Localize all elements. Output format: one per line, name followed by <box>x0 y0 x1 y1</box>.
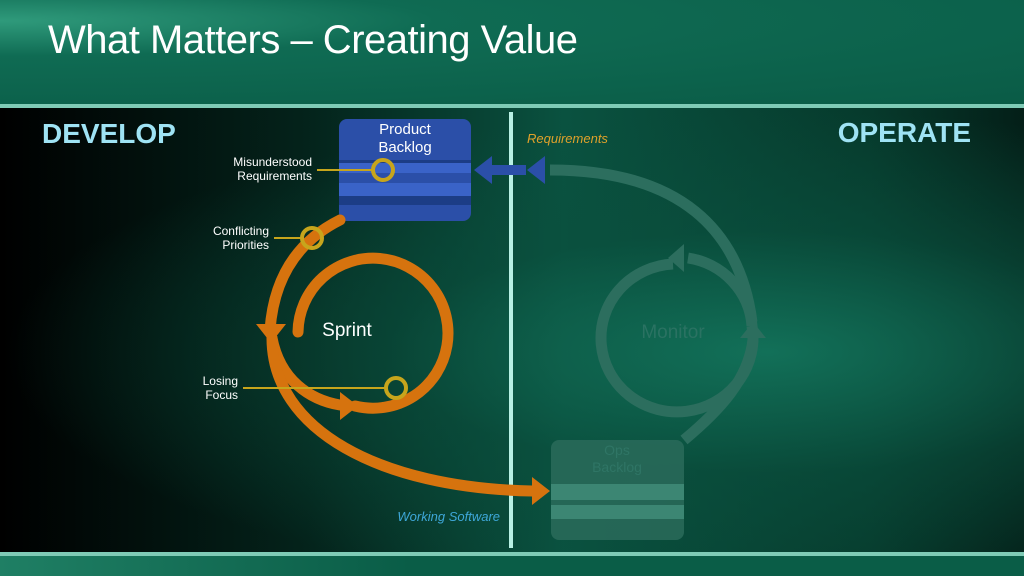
working-software-path <box>266 332 538 497</box>
operate-heading: OPERATE <box>838 117 971 148</box>
issue-conflicting-priorities: Conflicting Priorities <box>213 224 324 252</box>
ops-backlog-row-1 <box>551 484 684 500</box>
issue-marker <box>384 376 408 400</box>
product-backlog-label-line-1: Product <box>379 121 432 138</box>
product-backlog-gap-2 <box>339 196 471 205</box>
ops-backlog-row-2 <box>551 505 684 519</box>
working-software-arrow-head <box>532 477 550 505</box>
requirements-flow: Requirements <box>474 131 608 184</box>
sprint-loop <box>292 252 454 414</box>
issue-marker <box>371 158 395 182</box>
product-backlog-label-line-2: Backlog <box>378 139 431 156</box>
issue-label-line-2: Focus <box>205 388 238 402</box>
requirements-arrow-head-left <box>474 156 492 184</box>
product-backlog: Product Backlog <box>339 119 471 221</box>
issue-label-line-1: Conflicting <box>213 224 269 238</box>
issue-label-line-2: Requirements <box>237 169 312 183</box>
issue-misunderstood-requirements: Misunderstood Requirements <box>233 155 395 183</box>
sprint-down-arrow-head <box>256 324 286 343</box>
monitor-up-arrow-head <box>740 322 766 338</box>
sprint-right-arrow-head <box>340 392 358 420</box>
issue-label-line-1: Misunderstood <box>233 155 312 169</box>
issue-label-line-1: Losing <box>203 374 238 388</box>
issue-marker <box>300 226 324 250</box>
operate-cycle: Monitor Ops Backlog <box>549 164 766 540</box>
develop-heading: DEVELOP <box>42 118 176 149</box>
sprint-label: Sprint <box>322 320 372 341</box>
requirements-label: Requirements <box>527 131 608 146</box>
footer-band <box>0 556 1024 576</box>
backlog-to-sprint-path <box>264 214 346 336</box>
top-divider <box>0 104 1024 108</box>
requirements-arrow-shaft <box>492 165 526 175</box>
issue-label-line-2: Priorities <box>222 238 269 252</box>
title-bar: What Matters – Creating Value <box>0 0 1024 104</box>
product-backlog-row-2 <box>339 183 471 196</box>
sprint-flow <box>264 214 538 497</box>
working-software-label: Working Software <box>397 509 500 524</box>
product-backlog-gap-1 <box>339 160 471 163</box>
bottom-divider <box>0 552 1024 556</box>
slide-title: What Matters – Creating Value <box>48 18 578 62</box>
ops-backlog-label-line-2: Backlog <box>592 459 642 475</box>
requirements-return-path <box>549 164 758 323</box>
monitor-label: Monitor <box>641 322 705 343</box>
monitor-arrow-head <box>668 244 684 272</box>
requirements-arrow-head-right <box>527 156 545 184</box>
ops-to-monitor-path <box>680 339 759 445</box>
ops-backlog-label-line-1: Ops <box>604 442 630 458</box>
issue-losing-focus: Losing Focus <box>203 374 408 402</box>
